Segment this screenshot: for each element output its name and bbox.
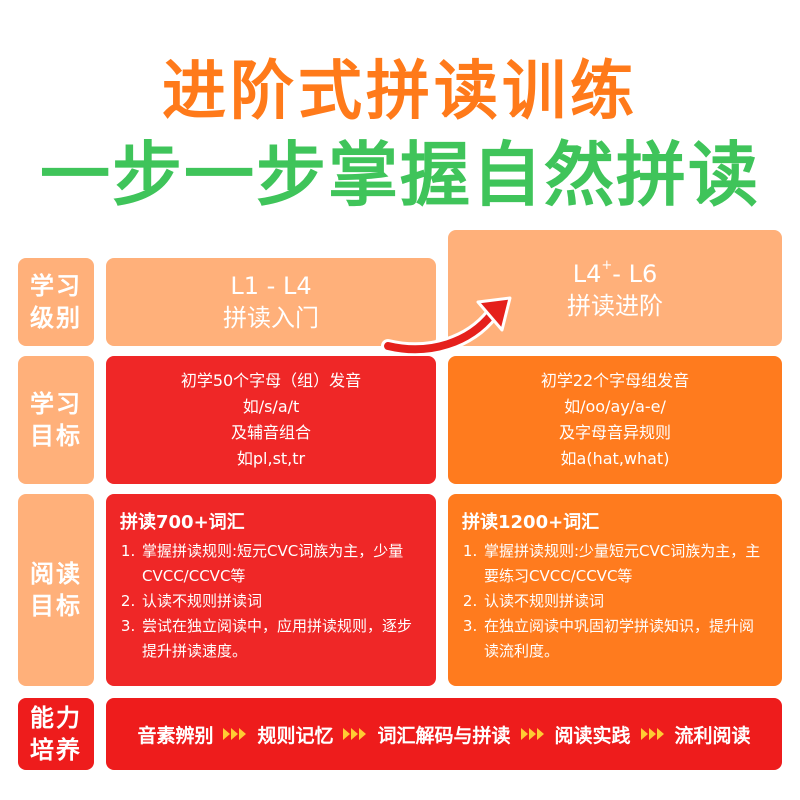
level-name: 拼读入门 xyxy=(223,304,319,332)
ability-row-label: 能力 培养 xyxy=(18,698,94,770)
level-left-card: L1 - L4 拼读入门 xyxy=(106,258,436,346)
ability-step: 规则记忆 xyxy=(257,724,334,747)
reading-right-card: 拼读1200+词汇 掌握拼读规则:少量短元CVC词族为主，主要练习CVCC/CC… xyxy=(448,494,782,686)
reading-item: 掌握拼读规则:少量短元CVC词族为主，主要练习CVCC/CCVC等 xyxy=(482,539,768,589)
arrow-icon xyxy=(520,728,545,740)
goal-line: 及辅音组合 xyxy=(230,423,311,442)
reading-list: 掌握拼读规则:短元CVC词族为主，少量CVCC/CCVC等 认读不规则拼读词 尝… xyxy=(120,539,422,664)
label-line: 学习 xyxy=(30,390,82,418)
reading-item: 认读不规则拼读词 xyxy=(482,589,768,614)
reading-head: 拼读700+词汇 xyxy=(120,512,245,533)
level-code: L4+- L6 xyxy=(573,254,657,290)
reading-left-card: 拼读700+词汇 掌握拼读规则:短元CVC词族为主，少量CVCC/CCVC等 认… xyxy=(106,494,436,686)
reading-head: 拼读1200+词汇 xyxy=(462,512,600,533)
ability-steps: 音素辨别 规则记忆 词汇解码与拼读 阅读实践 流利阅读 xyxy=(106,698,782,770)
reading-list: 掌握拼读规则:少量短元CVC词族为主，主要练习CVCC/CCVC等 认读不规则拼… xyxy=(462,539,768,664)
progress-arrow-icon xyxy=(381,296,512,357)
title-line-1: 进阶式拼读训练 xyxy=(162,55,638,129)
label-line: 学习 xyxy=(30,272,82,300)
goal-line: 初学22个字母组发音 xyxy=(540,371,690,390)
goal-right-card: 初学22个字母组发音 如/oo/ay/a-e/ 及字母音异规则 如a(hat,w… xyxy=(448,356,782,484)
level-code-main: L4 xyxy=(572,260,602,288)
goal-left-card: 初学50个字母（组）发音 如/s/a/t 及辅音组合 如pl,st,tr xyxy=(106,356,436,484)
ability-step: 词汇解码与拼读 xyxy=(377,724,511,747)
level-code-sup: + xyxy=(601,258,613,273)
reading-item: 在独立阅读中巩固初学拼读知识，提升阅读流利度。 xyxy=(482,614,768,664)
label-line: 级别 xyxy=(30,304,82,332)
level-code: L1 - L4 xyxy=(230,272,312,300)
arrow-icon xyxy=(223,728,247,740)
reading-row-label: 阅读 目标 xyxy=(18,494,94,686)
goal-line: 初学50个字母（组）发音 xyxy=(180,371,362,390)
goal-row-label: 学习 目标 xyxy=(18,356,94,484)
goal-line: 如/s/a/t xyxy=(242,397,300,416)
level-code-rest: - L6 xyxy=(612,260,658,288)
arrow-icon xyxy=(640,728,665,740)
goal-line: 如pl,st,tr xyxy=(236,449,306,468)
label-line: 能力 xyxy=(30,704,82,732)
label-line: 目标 xyxy=(30,422,82,450)
title-line-2: 一步一步掌握自然拼读 xyxy=(40,134,760,216)
goal-line: 如/oo/ay/a-e/ xyxy=(564,397,666,416)
ability-step: 流利阅读 xyxy=(674,724,751,747)
ability-step: 音素辨别 xyxy=(137,724,214,747)
goal-line: 如a(hat,what) xyxy=(560,449,670,468)
label-line: 培养 xyxy=(30,736,82,764)
level-row-label: 学习 级别 xyxy=(18,258,94,346)
level-name: 拼读进阶 xyxy=(567,292,663,320)
ability-step: 阅读实践 xyxy=(554,724,631,747)
reading-item: 尝试在独立阅读中，应用拼读规则，逐步提升拼读速度。 xyxy=(140,614,422,664)
label-line: 阅读 xyxy=(30,560,82,588)
goal-line: 及字母音异规则 xyxy=(558,423,671,442)
reading-item: 认读不规则拼读词 xyxy=(140,589,422,614)
label-line: 目标 xyxy=(30,592,82,620)
arrow-icon xyxy=(343,728,367,740)
reading-item: 掌握拼读规则:短元CVC词族为主，少量CVCC/CCVC等 xyxy=(140,539,422,589)
